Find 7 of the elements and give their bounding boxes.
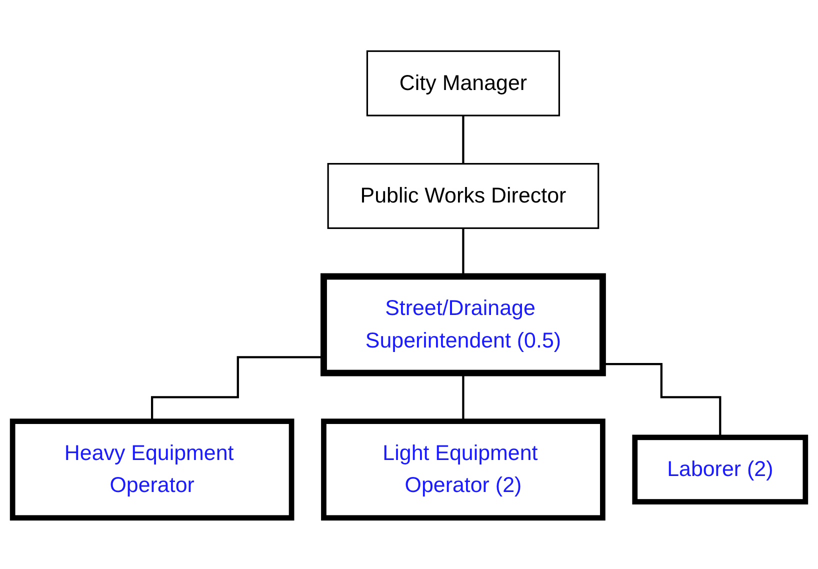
node-box: Laborer (2) <box>632 434 808 504</box>
node-box: Heavy Equipment Operator <box>10 418 294 521</box>
node-box: City Manager <box>366 50 560 116</box>
node-box: Public Works Director <box>327 162 600 229</box>
connector <box>462 114 464 165</box>
node-box: Light Equipment Operator (2) <box>321 418 606 521</box>
node-box: Street/Drainage Superintendent (0.5) <box>320 273 606 376</box>
